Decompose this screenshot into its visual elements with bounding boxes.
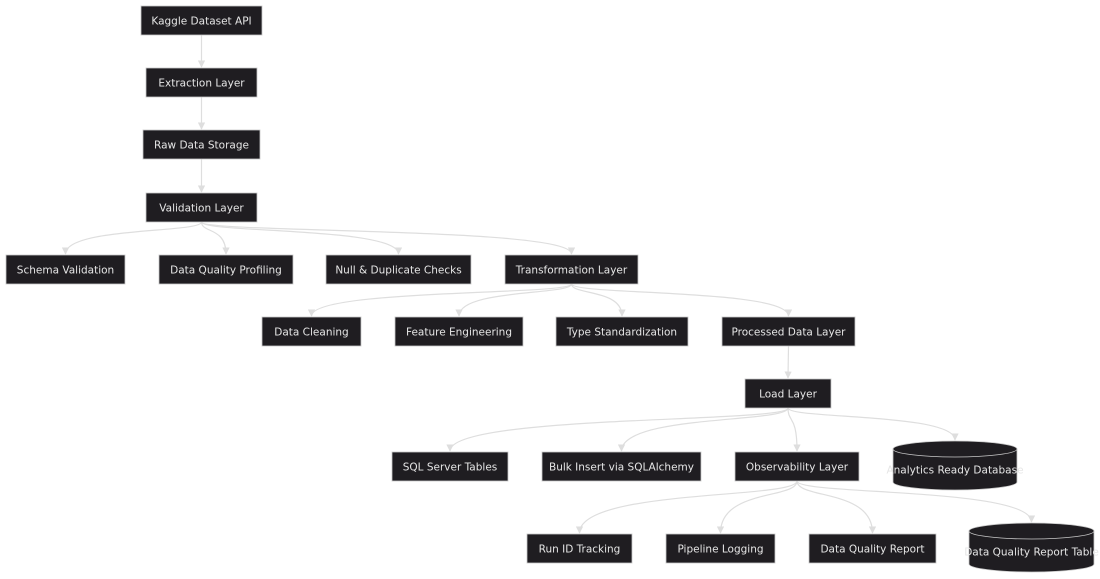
node-box	[555, 316, 689, 347]
node-label: Transformation Layer	[515, 265, 628, 277]
node-box	[5, 254, 126, 285]
node-label: Null & Duplicate Checks	[335, 265, 461, 277]
node-dq-report-table[interactable]: Data Quality Report Table	[964, 522, 1099, 573]
node-observability[interactable]: Observability Layer	[734, 451, 860, 482]
node-extraction[interactable]: Extraction Layer	[145, 67, 258, 98]
edge-observability-to-pipeline-logging	[716, 480, 798, 534]
node-box	[394, 316, 524, 347]
node-run-id-tracking[interactable]: Run ID Tracking	[526, 533, 633, 564]
node-label: Raw Data Storage	[154, 140, 249, 152]
node-box	[734, 451, 860, 482]
node-box	[158, 254, 294, 285]
edge-validation-to-null-dup-checks	[200, 221, 403, 255]
node-processed-data[interactable]: Processed Data Layer	[721, 316, 856, 347]
node-label: Analytics Ready Database	[886, 465, 1023, 477]
cylinder-top	[892, 440, 1018, 458]
node-transformation[interactable]: Transformation Layer	[504, 254, 639, 285]
edge-transformation-to-processed-data	[570, 283, 793, 317]
node-label: Observability Layer	[746, 462, 849, 474]
node-box	[140, 5, 263, 36]
node-label: Data Cleaning	[274, 327, 348, 339]
node-label: Validation Layer	[159, 203, 244, 215]
node-box	[744, 378, 832, 409]
node-feature-engineering[interactable]: Feature Engineering	[394, 316, 524, 347]
node-label: Data Quality Report Table	[964, 547, 1099, 559]
node-label: Processed Data Layer	[732, 327, 847, 339]
edge-transformation-to-data-cleaning	[307, 283, 573, 317]
node-box	[142, 129, 261, 160]
edge-load-to-bulk-insert	[617, 407, 789, 452]
node-label: Load Layer	[759, 389, 817, 401]
edge-validation-to-dq-profiling	[200, 221, 230, 255]
edge-transformation-to-type-standardization	[570, 283, 626, 317]
node-label: Schema Validation	[17, 265, 114, 277]
edge-observability-to-dq-report	[796, 480, 877, 534]
node-label: Pipeline Logging	[677, 544, 763, 556]
node-dq-profiling[interactable]: Data Quality Profiling	[158, 254, 294, 285]
node-bulk-insert[interactable]: Bulk Insert via SQLAlchemy	[541, 451, 702, 482]
node-box	[665, 533, 776, 564]
node-box	[808, 533, 937, 564]
edge-load-to-observability	[787, 407, 801, 452]
node-box	[145, 67, 258, 98]
node-load[interactable]: Load Layer	[744, 378, 832, 409]
edge-processed-data-to-load	[784, 345, 792, 379]
node-dq-report[interactable]: Data Quality Report	[808, 533, 937, 564]
node-schema-validation[interactable]: Schema Validation	[5, 254, 126, 285]
node-label: Data Quality Profiling	[170, 265, 282, 277]
edges-layer	[61, 35, 1036, 534]
edge-observability-to-run-id-tracking	[575, 480, 798, 534]
edge-transformation-to-feature-engineering	[455, 283, 573, 317]
node-box	[261, 316, 362, 347]
node-label: Feature Engineering	[406, 327, 512, 339]
node-box	[325, 254, 472, 285]
node-kaggle-api[interactable]: Kaggle Dataset API	[140, 5, 263, 36]
node-validation[interactable]: Validation Layer	[145, 192, 258, 223]
node-label: Extraction Layer	[158, 78, 245, 90]
node-null-dup-checks[interactable]: Null & Duplicate Checks	[325, 254, 472, 285]
cylinder-top	[968, 522, 1095, 540]
node-box	[526, 533, 633, 564]
edge-validation-to-transformation	[200, 221, 576, 255]
node-type-standardization[interactable]: Type Standardization	[555, 316, 689, 347]
node-label: Run ID Tracking	[539, 544, 621, 556]
node-box	[391, 451, 509, 482]
node-pipeline-logging[interactable]: Pipeline Logging	[665, 533, 776, 564]
node-box	[721, 316, 856, 347]
node-box	[145, 192, 258, 223]
node-label: SQL Server Tables	[403, 462, 498, 474]
node-label: Data Quality Report	[820, 544, 924, 556]
node-label: Kaggle Dataset API	[151, 16, 251, 28]
edge-validation-to-schema-validation	[61, 221, 203, 255]
node-label: Type Standardization	[566, 327, 677, 339]
node-box	[541, 451, 702, 482]
edge-observability-to-dq-report-table	[796, 480, 1036, 523]
edge-load-to-analytics-db	[787, 407, 959, 441]
node-data-cleaning[interactable]: Data Cleaning	[261, 316, 362, 347]
cylinder-body	[892, 448, 1018, 491]
node-label: Bulk Insert via SQLAlchemy	[549, 462, 694, 474]
node-analytics-db[interactable]: Analytics Ready Database	[886, 440, 1024, 491]
node-box	[504, 254, 639, 285]
node-raw-storage[interactable]: Raw Data Storage	[142, 129, 261, 160]
cylinder-body	[968, 530, 1095, 573]
node-sql-server-tables[interactable]: SQL Server Tables	[391, 451, 509, 482]
edge-load-to-sql-server-tables	[446, 407, 789, 452]
